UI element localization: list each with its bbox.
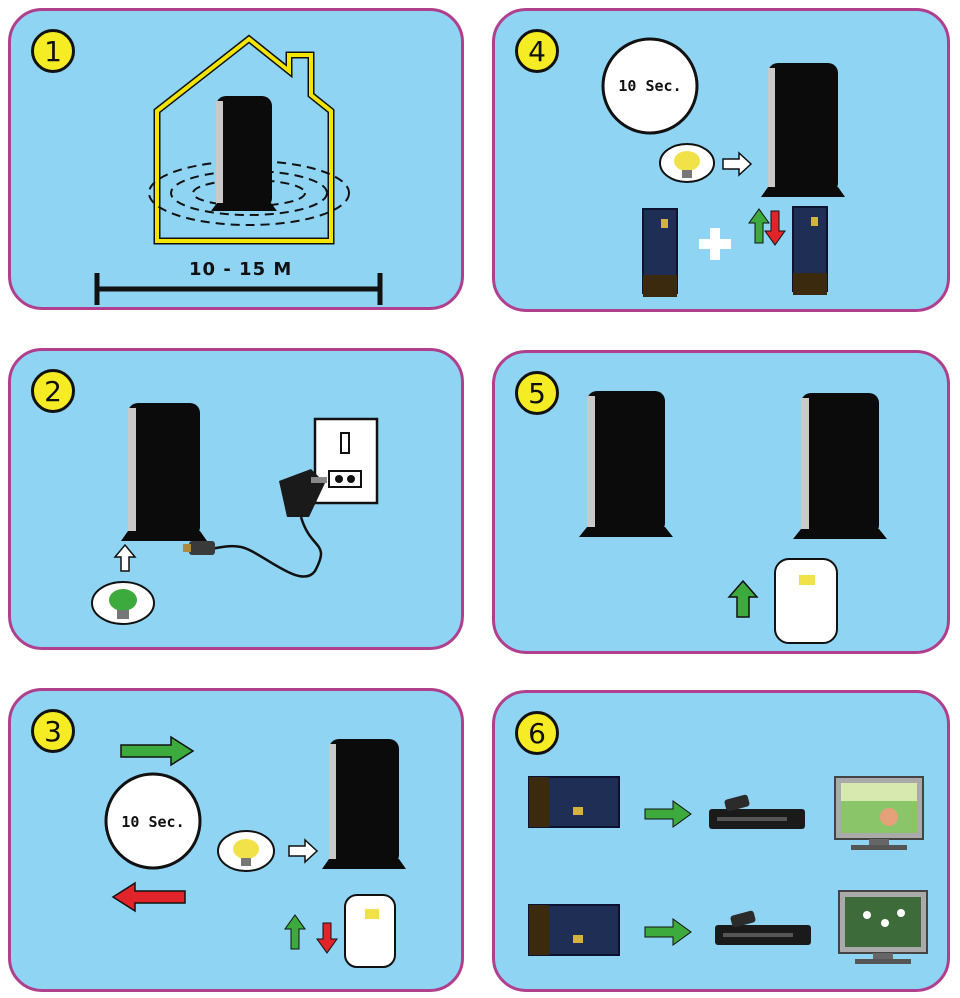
distance-label: 10 - 15 M xyxy=(189,259,293,280)
step-2-illustration xyxy=(91,403,379,625)
arrow-up-green-icon xyxy=(727,579,759,618)
step-6-panel: 6 xyxy=(492,690,950,992)
step-3-panel: 3 10 Sec. xyxy=(8,688,464,992)
arrow-down-red-icon xyxy=(764,210,786,246)
timer-label: 10 Sec. xyxy=(618,77,682,95)
router-icon xyxy=(761,63,845,197)
arrow-down-red-icon xyxy=(316,922,338,954)
set-top-box-icon xyxy=(709,794,805,829)
arrow-right-green-icon xyxy=(120,735,195,767)
led-yellow-icon xyxy=(217,830,275,872)
step-5-panel: 5 xyxy=(492,350,950,654)
step-number-badge: 2 xyxy=(31,369,75,413)
router-icon xyxy=(579,391,673,537)
step-2-panel: 2 xyxy=(8,348,464,650)
sim-card-icon xyxy=(774,558,838,644)
led-yellow-icon xyxy=(659,143,715,183)
arrow-left-red-icon xyxy=(111,881,186,913)
arrow-up-green-icon xyxy=(748,208,770,244)
arrow-right-icon xyxy=(288,838,319,864)
sim-card-icon xyxy=(344,894,396,968)
step-6-illustration xyxy=(528,776,928,964)
power-adapter-icon xyxy=(183,469,327,578)
arrow-up-icon xyxy=(113,543,137,572)
distance-bar xyxy=(94,273,383,305)
card-module-icon xyxy=(528,904,620,956)
step-4-panel: 4 xyxy=(492,8,950,312)
tv-icon xyxy=(834,776,924,850)
plus-icon xyxy=(699,228,731,260)
step-number-badge: 1 xyxy=(31,29,75,73)
router-icon xyxy=(211,96,277,211)
router-icon xyxy=(121,403,207,541)
card-module-icon xyxy=(792,206,828,295)
timer-label: 10 Sec. xyxy=(121,813,185,831)
card-module-icon xyxy=(642,208,678,297)
router-icon xyxy=(793,393,887,539)
step-5-illustration xyxy=(579,391,887,644)
arrow-up-green-icon xyxy=(284,914,306,950)
tv-icon xyxy=(838,890,928,964)
step-1-illustration xyxy=(94,34,383,305)
timer-icon xyxy=(601,37,699,135)
step-number-badge: 4 xyxy=(515,29,559,73)
led-green-icon xyxy=(91,581,155,625)
wall-socket-icon xyxy=(313,417,379,505)
step-number-badge: 6 xyxy=(515,711,559,755)
arrow-right-green-icon xyxy=(644,800,692,828)
step-number-badge: 5 xyxy=(515,371,559,415)
timer-icon xyxy=(104,772,202,870)
card-module-icon xyxy=(528,776,620,828)
arrow-right-green-icon xyxy=(644,918,692,946)
arrow-right-icon xyxy=(722,151,753,177)
step-number-badge: 3 xyxy=(31,709,75,753)
router-icon xyxy=(322,739,406,869)
step-4-illustration xyxy=(601,37,845,297)
step-3-illustration xyxy=(104,735,406,968)
step-1-panel: 1 10 - 15 M xyxy=(8,8,464,310)
set-top-box-icon xyxy=(715,910,811,945)
